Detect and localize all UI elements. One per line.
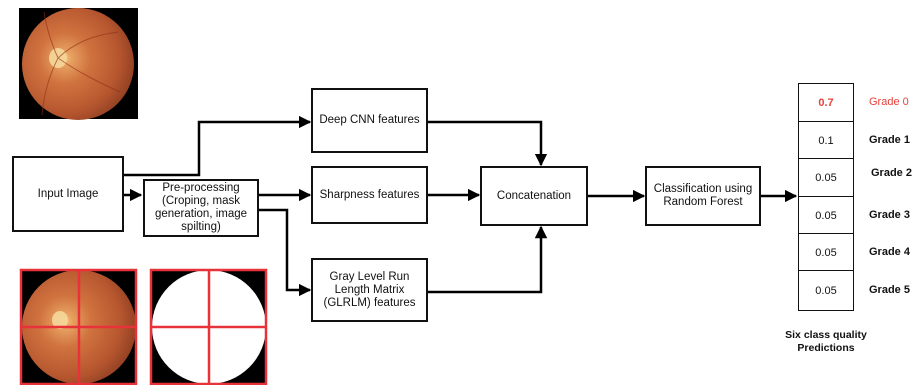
mask-image-split bbox=[149, 268, 268, 385]
prediction-value-4: 0.05 bbox=[798, 233, 854, 272]
input-image-box: Input Image bbox=[12, 156, 124, 232]
arrow-glrlm-to-concat bbox=[427, 225, 548, 294]
classifier-box: Classification using Random Forest bbox=[645, 166, 761, 226]
prediction-value-0: 0.7 bbox=[798, 83, 854, 123]
arrow-input-to-cnn bbox=[122, 115, 312, 177]
grade-label-0: Grade 0 bbox=[869, 96, 909, 108]
grade-label-3: Grade 3 bbox=[869, 209, 910, 221]
preprocessing-box: Pre-processing (Croping, mask generation… bbox=[143, 179, 259, 237]
grade-label-4: Grade 4 bbox=[869, 246, 910, 258]
prediction-value-3: 0.05 bbox=[798, 196, 854, 235]
fundus-image-split bbox=[19, 268, 138, 385]
fundus-image-original bbox=[19, 8, 138, 120]
grade-label-5: Grade 5 bbox=[869, 284, 910, 296]
arrow-preprocessing-to-glrlm bbox=[257, 208, 312, 297]
cnn-features-box: Deep CNN features bbox=[311, 88, 428, 153]
prediction-value-5: 0.05 bbox=[798, 270, 854, 311]
glrlm-features-box: Gray Level Run Length Matrix (GLRLM) fea… bbox=[311, 258, 428, 322]
concatenation-box: Concatenation bbox=[480, 166, 588, 226]
prediction-value-1: 0.1 bbox=[798, 121, 854, 160]
connector-arrows bbox=[122, 115, 798, 297]
prediction-value-2: 0.05 bbox=[798, 158, 854, 198]
grade-label-2: Grade 2 bbox=[871, 167, 912, 179]
predictions-caption: Six class quality Predictions bbox=[785, 329, 867, 354]
grade-label-1: Grade 1 bbox=[869, 134, 910, 146]
sharpness-features-box: Sharpness features bbox=[311, 166, 428, 224]
arrow-cnn-to-concat bbox=[427, 120, 548, 167]
